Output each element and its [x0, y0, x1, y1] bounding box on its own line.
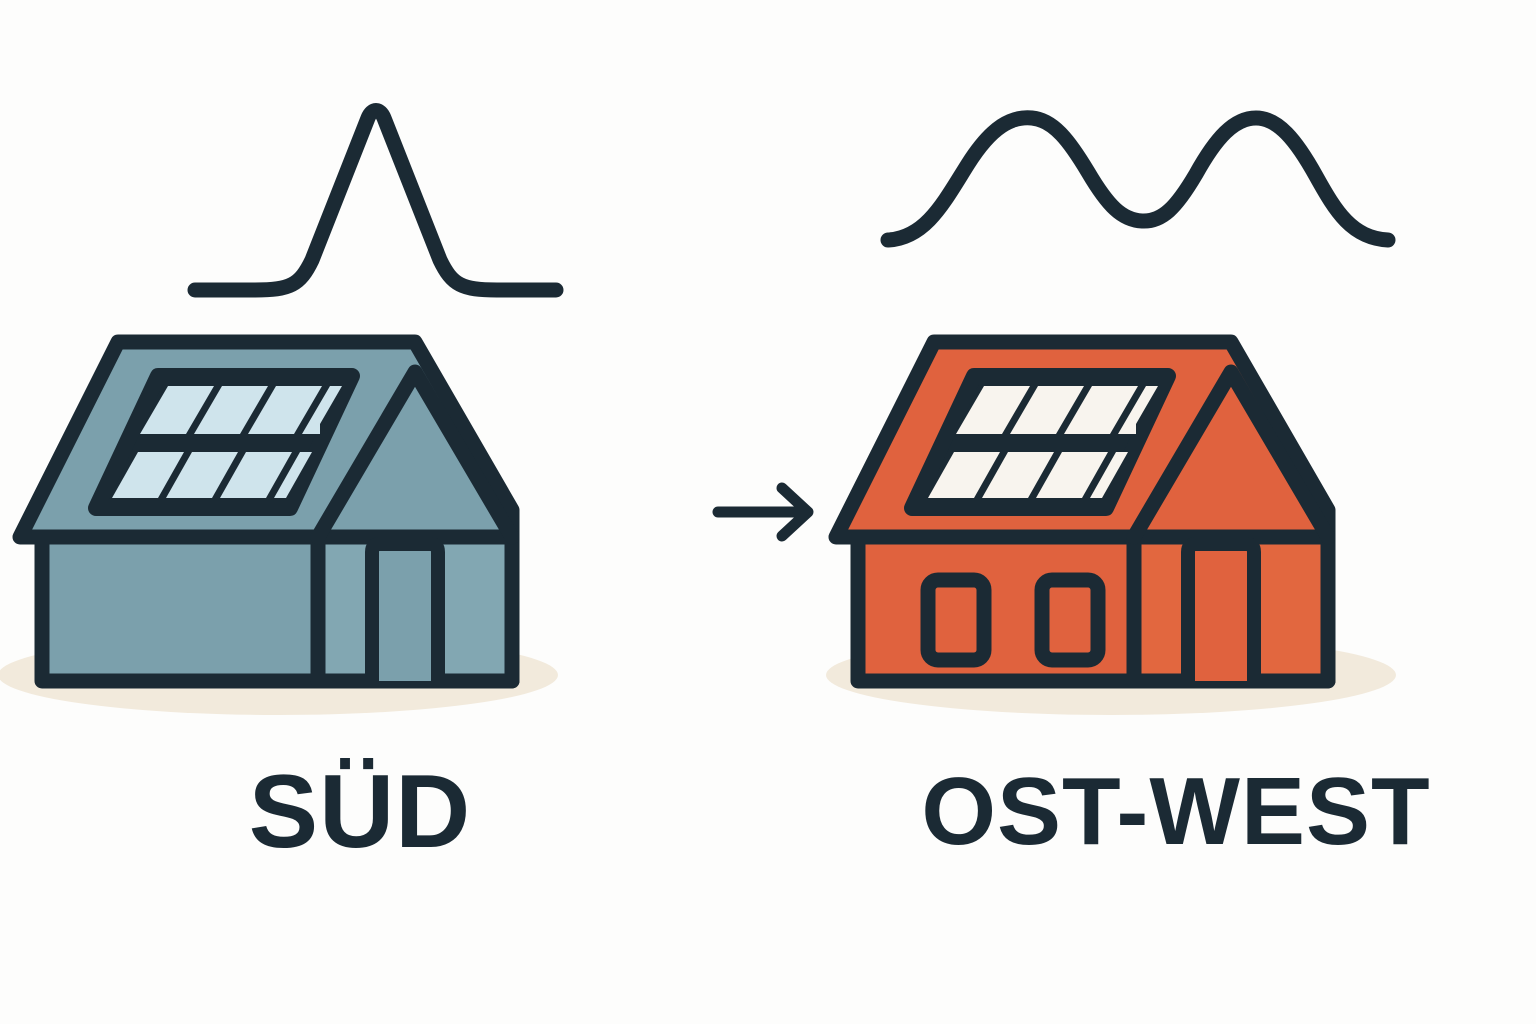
solar-panel [274, 452, 312, 498]
solar-panel [220, 452, 292, 498]
solar-panel [248, 386, 322, 434]
comparison-panel-ost-west: OST-WEST [816, 0, 1536, 1024]
solar-panel [1090, 452, 1128, 498]
house-sued [0, 330, 720, 730]
yield-curve-ost-west [816, 80, 1536, 320]
solar-panel [1064, 386, 1138, 434]
house-window [920, 572, 992, 668]
solar-panel [956, 386, 1030, 434]
label-ost-west: OST-WEST [921, 758, 1431, 865]
label-sued: SÜD [248, 754, 472, 870]
house-window [1034, 572, 1106, 668]
comparison-panel-sued: SÜD [0, 0, 720, 1024]
house-ost-west [816, 330, 1536, 730]
yield-curve-sued [0, 80, 720, 320]
right-arrow-icon [712, 482, 814, 542]
transition-arrow [700, 470, 840, 550]
solar-panel [982, 452, 1054, 498]
gable-edge [310, 364, 520, 545]
solar-panel [928, 452, 1000, 498]
solar-panel [140, 386, 214, 434]
solar-panel [1010, 386, 1084, 434]
solar-panel [166, 452, 238, 498]
house-door [365, 537, 445, 681]
solar-panel [302, 386, 342, 434]
house-door [1181, 537, 1261, 681]
gable-edge [1126, 364, 1336, 545]
solar-panel [112, 452, 184, 498]
solar-panel [1036, 452, 1108, 498]
solar-panel [194, 386, 268, 434]
solar-panel [1118, 386, 1158, 434]
